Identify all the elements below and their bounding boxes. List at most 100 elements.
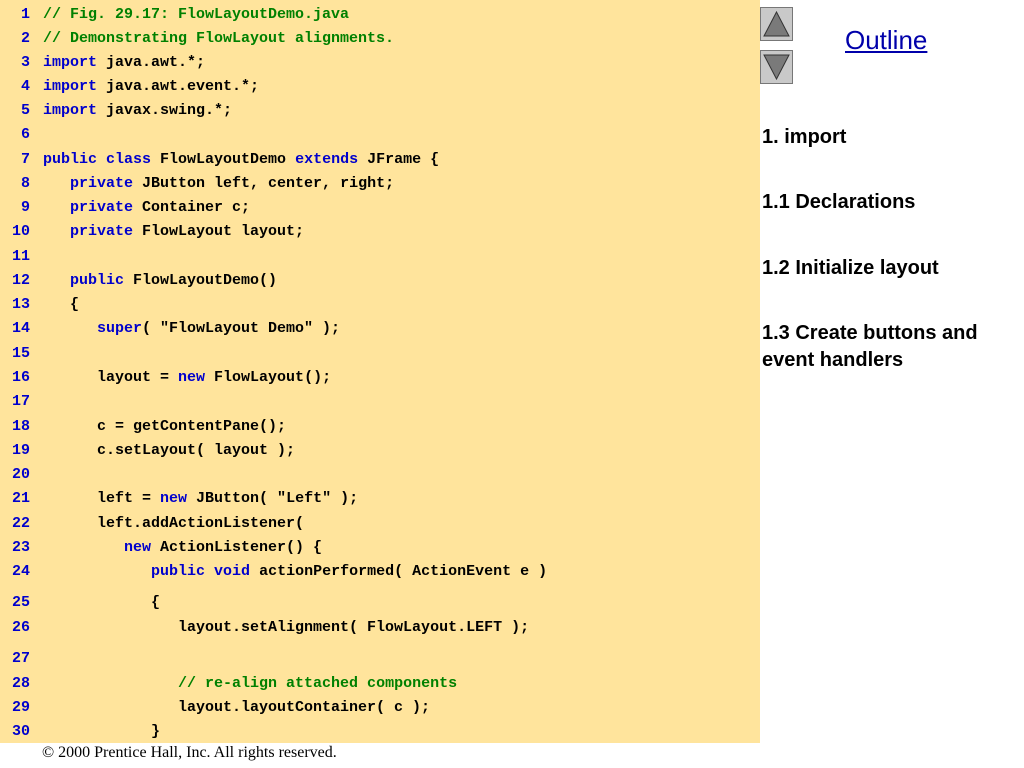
code-token: }: [43, 723, 161, 740]
line-number: 24: [11, 563, 30, 580]
code-token: JFrame {: [358, 151, 440, 168]
code-line: 6: [0, 124, 760, 146]
code-line: 24 public void actionPerformed( ActionEv…: [0, 561, 760, 583]
code-token: FlowLayout();: [205, 369, 332, 386]
line-number: 9: [20, 199, 30, 216]
code-token: JButton( "Left" );: [187, 490, 359, 507]
code-line: 26 layout.setAlignment( FlowLayout.LEFT …: [0, 617, 760, 639]
code-line: 16 layout = new FlowLayout();: [0, 367, 760, 389]
code-keyword: private: [70, 175, 134, 192]
code-line: 19 c.setLayout( layout );: [0, 440, 760, 462]
code-token: [43, 272, 70, 289]
code-keyword: import: [43, 78, 98, 95]
code-line: 22 left.addActionListener(: [0, 513, 760, 535]
code-token: [43, 175, 70, 192]
code-line: 3 import java.awt.*;: [0, 52, 760, 74]
code-token: JButton left, center, right;: [133, 175, 395, 192]
code-line: 7 public class FlowLayoutDemo extends JFr…: [0, 149, 760, 171]
code-text: import java.awt.event.*;: [43, 76, 259, 98]
code-token: ActionListener() {: [151, 539, 323, 556]
code-text: private JButton left, center, right;: [43, 173, 394, 195]
code-text: import java.awt.*;: [43, 52, 205, 74]
line-number: 4: [20, 78, 30, 95]
code-text: c.setLayout( layout );: [43, 440, 295, 462]
line-number: 18: [11, 418, 30, 435]
code-keyword: private: [70, 199, 134, 216]
code-text: // Fig. 29.17: FlowLayoutDemo.java: [43, 4, 349, 26]
code-text: public void actionPerformed( ActionEvent…: [43, 561, 547, 583]
line-number: 10: [11, 223, 30, 240]
code-text: c = getContentPane();: [43, 416, 286, 438]
outline-item-initialize-layout: 1.2 Initialize layout: [762, 257, 939, 279]
code-text: super( "FlowLayout Demo" );: [43, 318, 340, 340]
line-number: 20: [11, 466, 30, 483]
code-token: java.awt.event.*;: [97, 78, 260, 95]
code-token: {: [43, 594, 161, 611]
code-text: // Demonstrating FlowLayout alignments.: [43, 28, 394, 50]
code-token: [43, 223, 70, 240]
line-number: 29: [11, 699, 30, 716]
code-token: FlowLayout layout;: [133, 223, 305, 240]
code-text: left.addActionListener(: [43, 513, 304, 535]
code-text: layout = new FlowLayout();: [43, 367, 331, 389]
line-number: 15: [11, 345, 30, 362]
code-keyword: public: [70, 272, 125, 289]
code-text: private FlowLayout layout;: [43, 221, 304, 243]
line-number: 6: [20, 126, 30, 143]
code-token: c.setLayout( layout );: [43, 442, 296, 459]
line-number: 28: [11, 675, 30, 692]
outline-item-declarations: 1.1 Declarations: [762, 191, 916, 213]
code-keyword: import: [43, 54, 98, 71]
code-token: left.addActionListener(: [43, 515, 305, 532]
code-token: [43, 320, 97, 337]
code-text: {: [43, 592, 160, 614]
code-text: layout.setAlignment( FlowLayout.LEFT );: [43, 617, 529, 639]
code-token: ( "FlowLayout Demo" );: [142, 320, 341, 337]
line-number: 2: [20, 30, 30, 47]
code-token: left =: [43, 490, 161, 507]
code-line: 15: [0, 343, 760, 365]
code-text: private Container c;: [43, 197, 250, 219]
code-text: import javax.swing.*;: [43, 100, 232, 122]
code-keyword: public void: [151, 563, 251, 580]
line-number: 8: [20, 175, 30, 192]
code-line: 28 // re-align attached components: [0, 673, 760, 695]
line-number: 25: [11, 594, 30, 611]
code-line: 11: [0, 246, 760, 268]
code-text: public class FlowLayoutDemo extends JFra…: [43, 149, 439, 171]
code-comment: // re-align attached components: [178, 675, 458, 692]
code-text: left = new JButton( "Left" );: [43, 488, 358, 510]
line-number: 13: [11, 296, 30, 313]
code-token: [43, 563, 151, 580]
outline-title[interactable]: Outline: [845, 25, 928, 55]
code-text: }: [43, 721, 160, 743]
code-token: Container c;: [133, 199, 251, 216]
code-text: layout.layoutContainer( c );: [43, 697, 430, 719]
code-line: 23 new ActionListener() {: [0, 537, 760, 559]
code-keyword: public class: [43, 151, 152, 168]
code-line: 8 private JButton left, center, right;: [0, 173, 760, 195]
line-number: 5: [20, 102, 30, 119]
line-number: 22: [11, 515, 30, 532]
line-number: 17: [11, 393, 30, 410]
code-token: c = getContentPane();: [43, 418, 287, 435]
code-token: actionPerformed( ActionEvent e ): [250, 563, 548, 580]
previous-slide-button[interactable]: [760, 7, 793, 41]
line-number: 30: [11, 723, 30, 740]
code-keyword: private: [70, 223, 134, 240]
code-line: 29 layout.layoutContainer( c );: [0, 697, 760, 719]
line-number: 7: [20, 151, 30, 168]
code-keyword: new: [160, 490, 188, 507]
code-line: 17: [0, 391, 760, 413]
code-keyword: extends: [295, 151, 359, 168]
code-line: 12 public FlowLayoutDemo(): [0, 270, 760, 292]
code-keyword: super: [97, 320, 143, 337]
line-number: 11: [11, 248, 30, 265]
line-number: 3: [20, 54, 30, 71]
next-slide-button[interactable]: [760, 50, 793, 84]
line-number: 16: [11, 369, 30, 386]
code-token: [43, 199, 70, 216]
code-line: 18 c = getContentPane();: [0, 416, 760, 438]
code-line: 21 left = new JButton( "Left" );: [0, 488, 760, 510]
